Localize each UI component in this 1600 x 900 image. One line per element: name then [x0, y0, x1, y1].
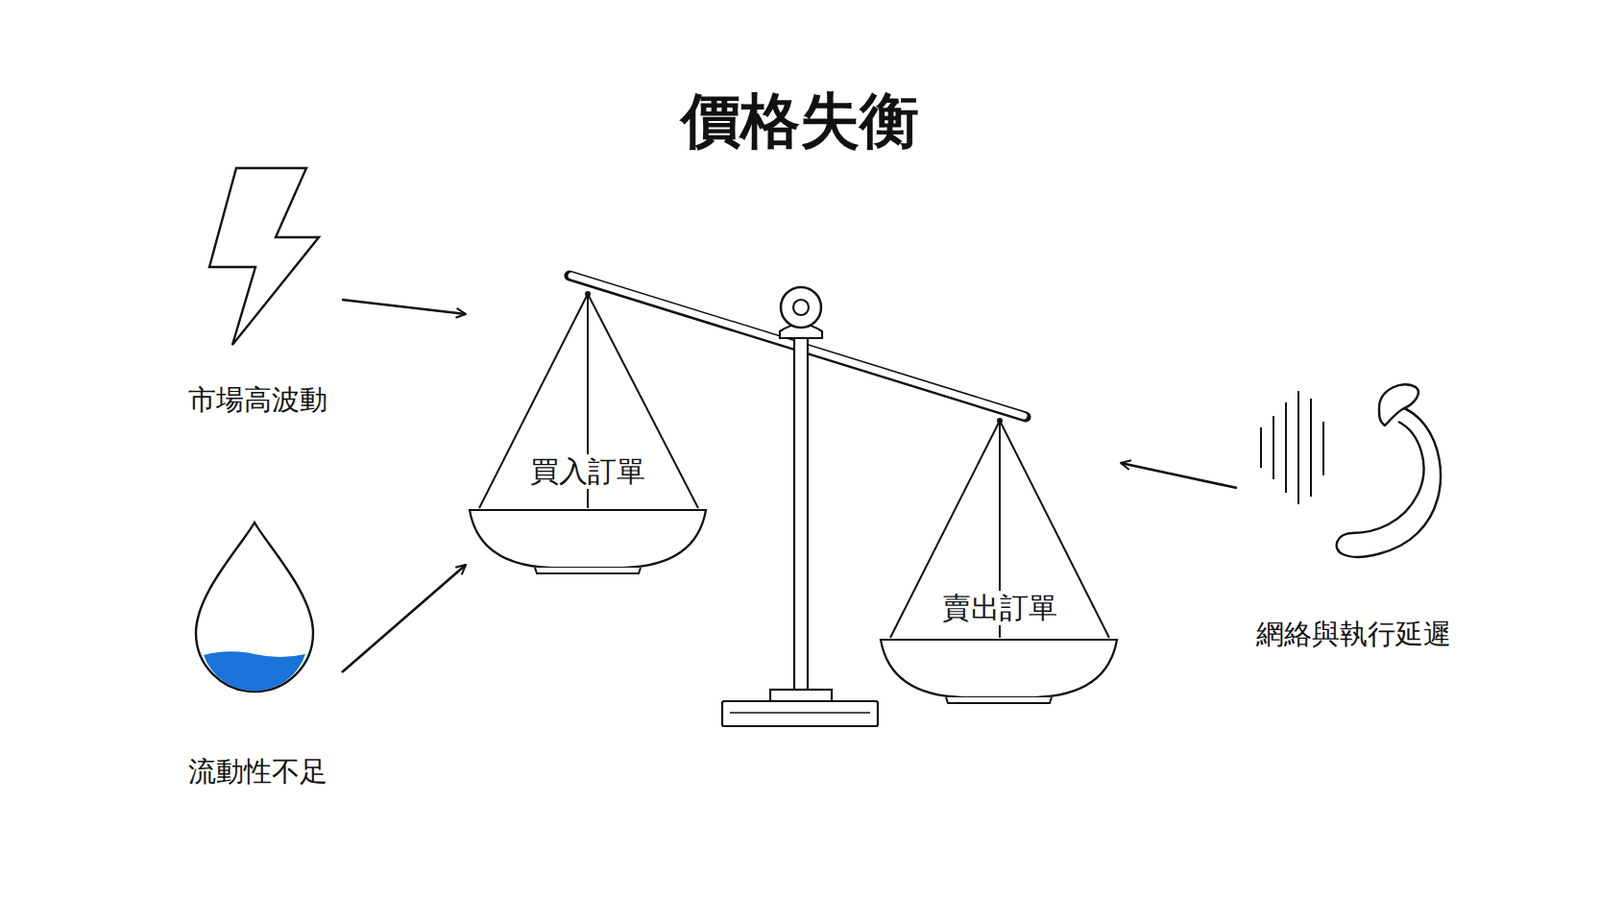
pan-bowl [469, 509, 706, 568]
pan-label: 買入訂單 [526, 454, 650, 489]
diagram-title: 價格失衡 [0, 80, 1600, 162]
order-pan: 賣出訂單 [880, 414, 1117, 708]
scale-base-line [729, 711, 871, 714]
signal-wave [1322, 421, 1325, 476]
arrow-connector [341, 299, 466, 315]
icon-graphic [180, 518, 335, 702]
signal-wave [1297, 390, 1300, 505]
pan-bowl [880, 639, 1117, 698]
pan-outline [880, 414, 1117, 708]
scale-base [722, 701, 878, 727]
lightning-icon [209, 168, 319, 345]
pivot-ring [780, 287, 822, 328]
icon-label: 網絡與執行延遲 [1240, 615, 1466, 655]
order-pan: 買入訂單 [469, 288, 706, 577]
arrow-connector [1120, 462, 1237, 488]
liquidity-node: 流動性不足 [176, 518, 339, 792]
signal-wave [1260, 427, 1262, 468]
earpiece-cap [1379, 384, 1419, 426]
pan-label: 賣出訂單 [938, 590, 1062, 626]
pan-hook [584, 290, 591, 297]
pan-hook [996, 417, 1003, 424]
drop-water [203, 651, 306, 691]
earpiece-icon [1336, 406, 1441, 558]
scale-base-step [770, 689, 832, 702]
latency-node: 網絡與執行延遲 [1240, 379, 1466, 655]
pan-foot [945, 697, 1052, 704]
icon-graphic [185, 168, 330, 351]
pan-foot [534, 567, 641, 574]
scale-post [794, 326, 808, 702]
icon-label: 流動性不足 [176, 752, 339, 792]
signal-wave [1284, 402, 1287, 493]
drop-icon [195, 522, 314, 692]
pivot-pin [793, 299, 809, 316]
icon-graphic [1244, 379, 1462, 572]
pan-outline [469, 288, 706, 577]
arrow-connector [341, 564, 466, 673]
signal-wave [1272, 415, 1275, 480]
icon-label: 市場高波動 [176, 381, 339, 420]
volatility-node: 市場高波動 [176, 168, 339, 420]
signal-wave [1309, 398, 1312, 497]
